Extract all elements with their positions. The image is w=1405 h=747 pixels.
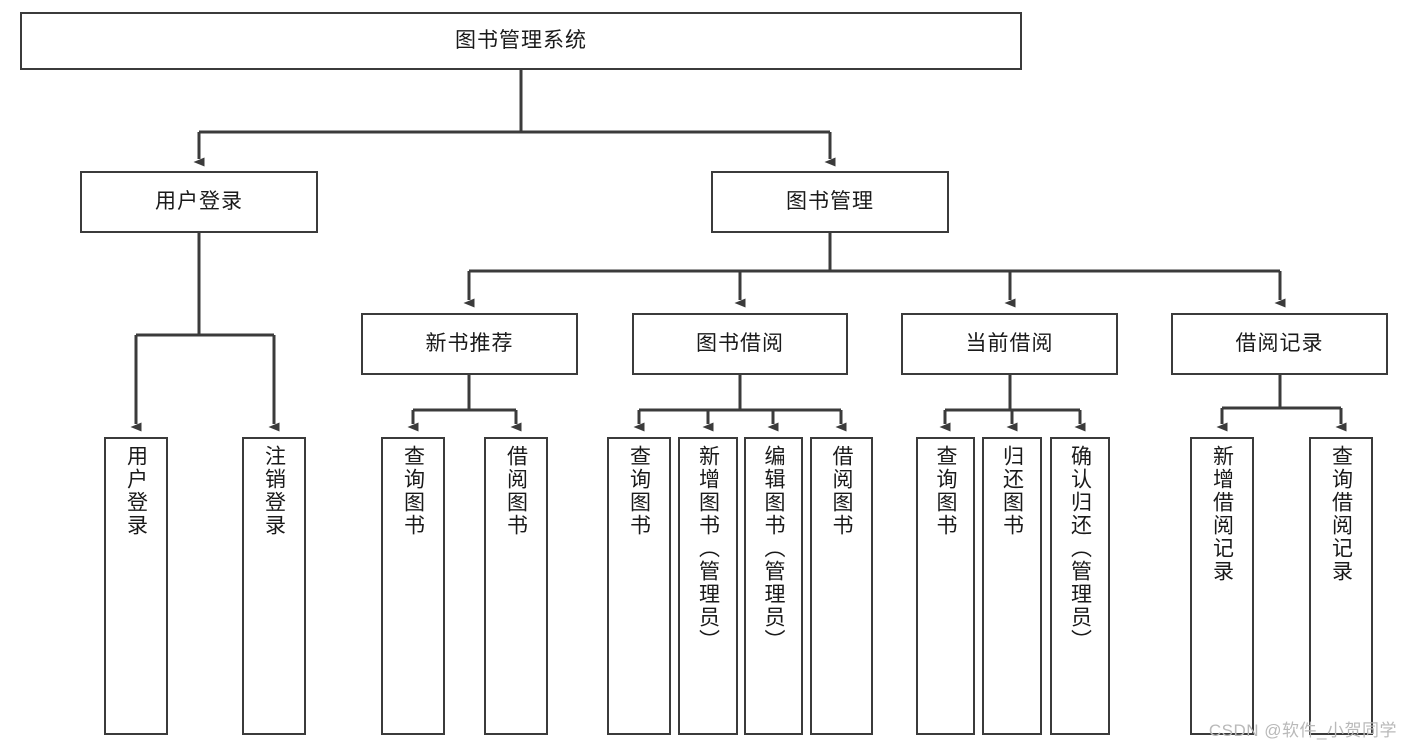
- node-leaf-add-book[interactable]: 新增图书（管理员）: [678, 437, 738, 735]
- node-leaf-query-book-rec-label: 查询图书: [401, 445, 425, 537]
- node-leaf-add-book-label: 新增图书（管理员）: [696, 445, 720, 652]
- node-borrow-record-label: 借阅记录: [1235, 331, 1324, 355]
- node-borrow-record[interactable]: 借阅记录: [1171, 313, 1388, 375]
- node-user-login[interactable]: 用户登录: [80, 171, 318, 233]
- node-leaf-confirm-return-label: 确认归还（管理员）: [1068, 445, 1092, 652]
- node-leaf-return-book[interactable]: 归还图书: [982, 437, 1042, 735]
- node-leaf-borrow-book-rec[interactable]: 借阅图书: [484, 437, 548, 735]
- node-book-manage-label: 图书管理: [786, 189, 874, 213]
- node-leaf-query-book-cur[interactable]: 查询图书: [916, 437, 975, 735]
- node-leaf-user-logout-label: 注销登录: [262, 445, 286, 537]
- node-leaf-add-record[interactable]: 新增借阅记录: [1190, 437, 1254, 735]
- node-leaf-borrow-book-rec-label: 借阅图书: [504, 445, 528, 537]
- node-leaf-edit-book[interactable]: 编辑图书（管理员）: [744, 437, 803, 735]
- node-new-book-recommend-label: 新书推荐: [425, 331, 514, 355]
- node-leaf-query-book-borrow[interactable]: 查询图书: [607, 437, 671, 735]
- node-root[interactable]: 图书管理系统: [20, 12, 1022, 70]
- node-book-borrow[interactable]: 图书借阅: [632, 313, 848, 375]
- node-leaf-query-record[interactable]: 查询借阅记录: [1309, 437, 1373, 735]
- node-new-book-recommend[interactable]: 新书推荐: [361, 313, 578, 375]
- node-book-manage[interactable]: 图书管理: [711, 171, 949, 233]
- node-leaf-user-login-label: 用户登录: [124, 445, 148, 537]
- node-leaf-edit-book-label: 编辑图书（管理员）: [762, 445, 785, 652]
- node-current-borrow[interactable]: 当前借阅: [901, 313, 1118, 375]
- node-root-label: 图书管理系统: [455, 28, 587, 52]
- node-leaf-query-record-label: 查询借阅记录: [1329, 445, 1353, 583]
- node-leaf-add-record-label: 新增借阅记录: [1210, 445, 1234, 583]
- node-leaf-borrow-book[interactable]: 借阅图书: [810, 437, 873, 735]
- node-current-borrow-label: 当前借阅: [965, 331, 1054, 355]
- node-book-borrow-label: 图书借阅: [696, 331, 784, 355]
- node-leaf-query-book-borrow-label: 查询图书: [627, 445, 651, 537]
- node-leaf-query-book-rec[interactable]: 查询图书: [381, 437, 445, 735]
- node-leaf-query-book-cur-label: 查询图书: [934, 445, 957, 537]
- node-user-login-label: 用户登录: [155, 189, 243, 213]
- node-leaf-confirm-return[interactable]: 确认归还（管理员）: [1050, 437, 1110, 735]
- node-leaf-return-book-label: 归还图书: [1000, 445, 1024, 537]
- node-leaf-borrow-book-label: 借阅图书: [830, 445, 853, 537]
- node-leaf-user-logout[interactable]: 注销登录: [242, 437, 306, 735]
- node-leaf-user-login[interactable]: 用户登录: [104, 437, 168, 735]
